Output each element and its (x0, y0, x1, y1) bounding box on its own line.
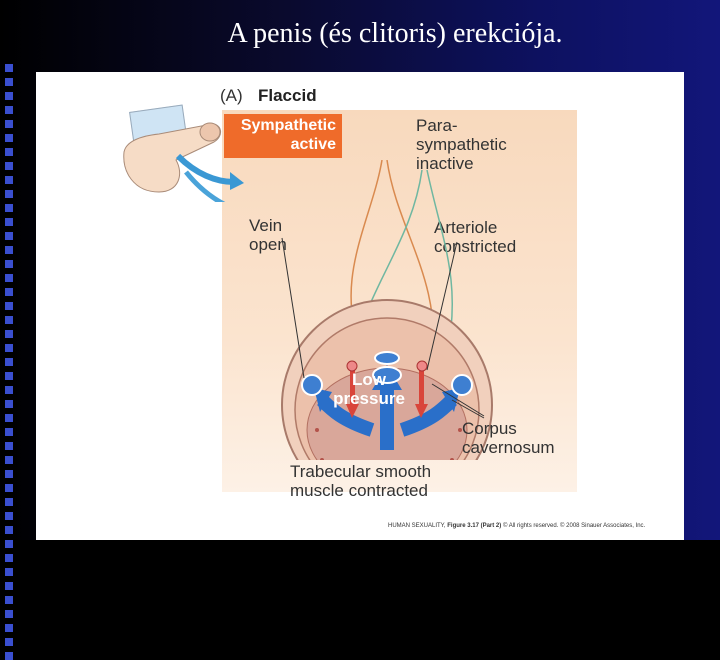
parasympathetic-label: Para-sympathetic inactive (416, 116, 507, 173)
credit-source: HUMAN SEXUALITY, (388, 523, 446, 529)
credit-figure: Figure 3.17 (Part 2) (447, 523, 502, 529)
trabecular-label: Trabecular smooth muscle contracted (290, 462, 432, 500)
cross-section-diagram (281, 160, 493, 460)
credit-rest: © All rights reserved. © 2008 Sinauer As… (502, 523, 646, 529)
figure-credit: HUMAN SEXUALITY, Figure 3.17 (Part 2) © … (388, 523, 645, 529)
side-decoration (0, 60, 20, 660)
slide-title: A penis (és clitoris) erekciója. (227, 18, 563, 49)
vein-label: Vein open (249, 216, 287, 254)
figure: (A) Flaccid Sympathetic active Para-symp… (36, 72, 684, 540)
corpus-label: Corpus cavernosum (462, 419, 555, 457)
panel-title: Flaccid (258, 86, 317, 105)
pointer-arrow-icon (176, 153, 244, 190)
panel-label: (A) (220, 86, 243, 105)
pressure-label: Low pressure (333, 370, 405, 408)
sympathetic-badge: Sympathetic active (224, 114, 342, 158)
penis-illustration-icon (123, 122, 226, 202)
